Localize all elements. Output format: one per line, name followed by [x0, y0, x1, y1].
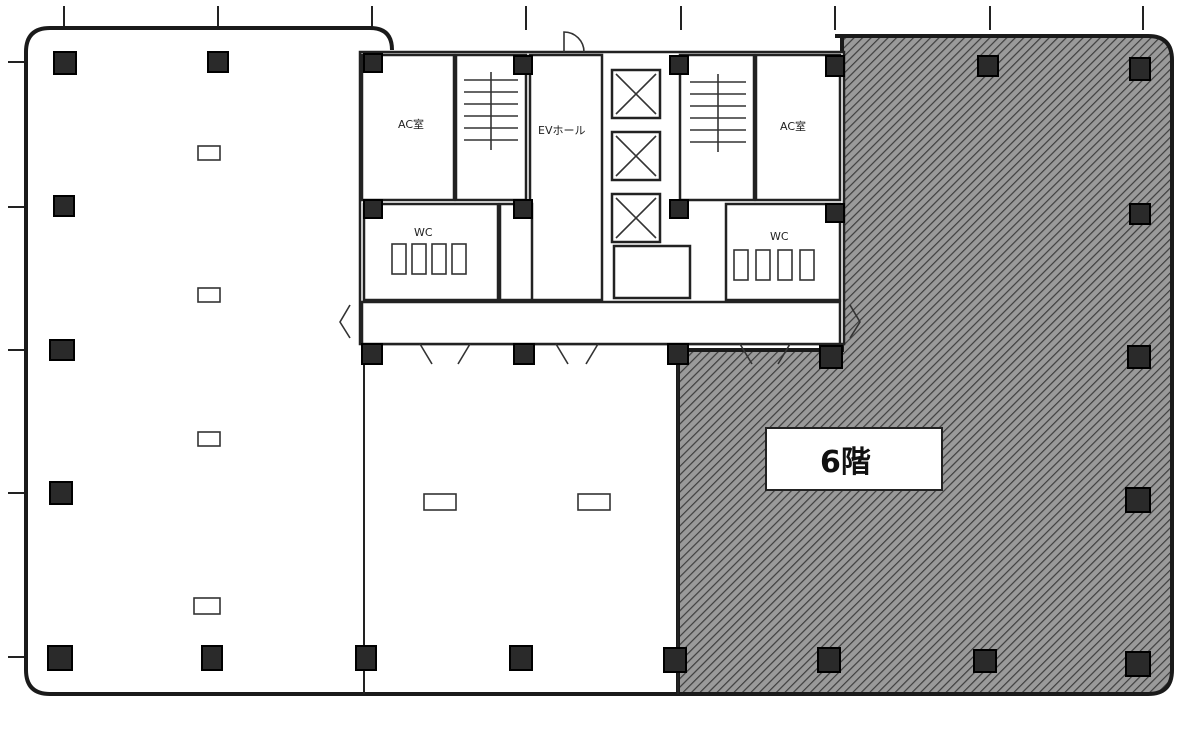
column [361, 343, 383, 365]
column [669, 55, 689, 75]
structural-columns [47, 51, 1151, 677]
column [207, 51, 229, 73]
column [49, 339, 75, 361]
ac-room-left-label: AC室 [398, 117, 424, 131]
ac-room-left [360, 53, 456, 202]
ceiling-equipment-markers [193, 145, 611, 615]
building-outline-left [24, 26, 680, 696]
column [509, 645, 533, 671]
column [667, 343, 689, 365]
column [1129, 203, 1151, 225]
column [669, 199, 689, 219]
column [1129, 57, 1151, 81]
wc-left-label: WC [414, 226, 433, 239]
column [363, 199, 383, 219]
column [513, 199, 533, 219]
elevator-hall-label: EVホール [538, 124, 585, 137]
building-core [339, 31, 861, 365]
column [53, 195, 75, 217]
column [513, 343, 535, 365]
column [1125, 651, 1151, 677]
column [53, 51, 77, 75]
ac-room-right-label: AC室 [780, 119, 806, 133]
elevator-shafts [610, 68, 662, 244]
column [825, 203, 845, 223]
leased-area-hatched [676, 34, 1174, 696]
column [819, 345, 843, 369]
column [47, 645, 73, 671]
column [825, 55, 845, 77]
ac-room-right [754, 53, 842, 202]
stair-right [678, 53, 756, 202]
wc-left [362, 202, 500, 302]
elevator-hall [528, 53, 604, 302]
column [973, 649, 997, 673]
floor-label: 6階 [820, 445, 871, 480]
column [513, 55, 533, 75]
column [1127, 345, 1151, 369]
column [363, 53, 383, 73]
column [201, 645, 223, 671]
column [663, 647, 687, 673]
wc-right-label: WC [770, 230, 789, 243]
floor-label-group: 6階 [765, 427, 943, 491]
grid-axis-top [63, 6, 1144, 30]
wc-right [724, 202, 842, 302]
column [355, 645, 377, 671]
column [49, 481, 73, 505]
column [817, 647, 841, 673]
column [977, 55, 999, 77]
column [1125, 487, 1151, 513]
